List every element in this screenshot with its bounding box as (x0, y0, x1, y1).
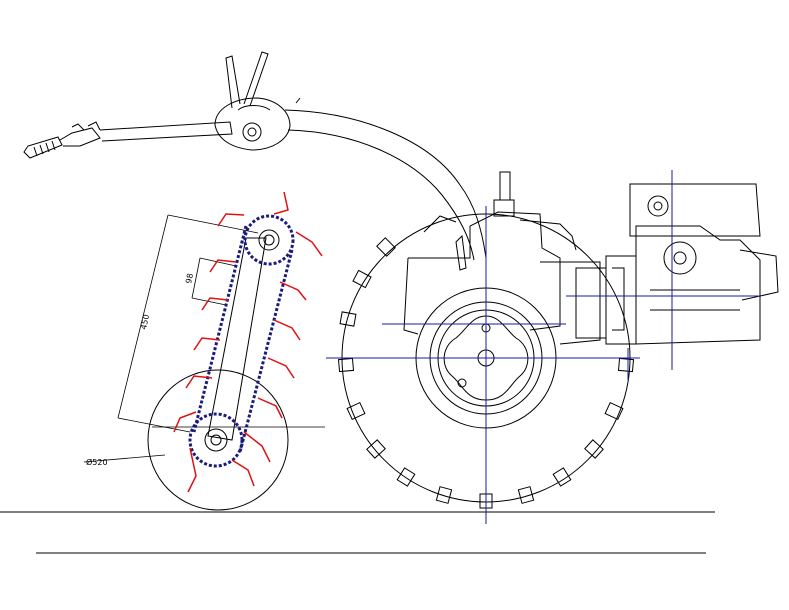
ground-lines (0, 511, 715, 554)
handlebar (23, 51, 487, 261)
sprockets (204, 229, 280, 452)
boom-length-dimension: 450 (139, 314, 151, 331)
cutter-diameter-dimension: Ø520 (86, 457, 108, 467)
lugs (337, 237, 635, 509)
engine (605, 183, 779, 345)
centerlines (326, 170, 760, 524)
cutter-teeth (173, 191, 323, 493)
transmission (403, 171, 607, 345)
chain (188, 214, 295, 468)
chain-pitch-dimension: 98 (184, 273, 195, 285)
cutting-circle (147, 369, 289, 511)
trencher-boom: 98 450 Ø520 (83, 191, 325, 511)
